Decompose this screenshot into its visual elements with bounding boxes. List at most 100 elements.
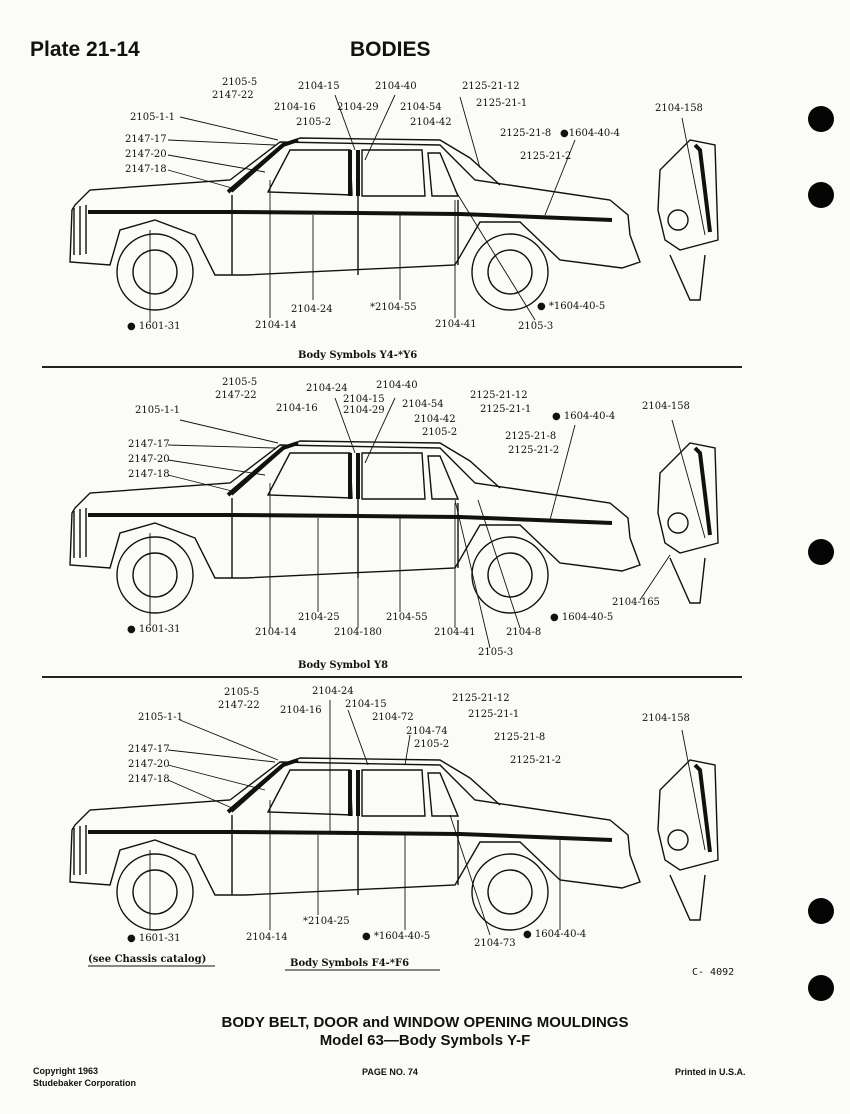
part-label: 2105-2 [422,427,458,438]
page-number: PAGE NO. 74 [362,1067,418,1077]
part-label: 2105-5 [222,77,258,88]
part-label: 2104-24 [306,383,348,394]
part-label: 2104-15 [298,81,340,92]
part-label: 2105-1-1 [135,405,180,416]
part-label: 2104-72 [372,712,414,723]
part-label: *2104-55 [370,302,417,313]
part-label: 2104-14 [246,932,288,943]
part-label: 2147-20 [128,759,170,770]
part-label: 2104-165 [612,597,660,608]
part-label: 2104-158 [642,713,690,724]
binder-hole [808,898,834,924]
part-label: 2105-1-1 [138,712,183,723]
part-label: 2104-73 [474,938,516,949]
part-label: 2104-14 [255,320,297,331]
part-label: 2105-3 [478,647,514,658]
part-label: 2104-8 [506,627,542,638]
part-label: 2104-74 [406,726,448,737]
part-label: 2125-21-2 [520,151,572,162]
part-label: 2104-180 [334,627,382,638]
part-label: ● 1601-31 [127,624,181,635]
part-label: 2104-25 [298,612,340,623]
part-label: 2104-54 [400,102,442,113]
part-label: ● *1604-40-5 [362,931,431,942]
part-label: 2104-24 [291,304,333,315]
part-label: 2147-22 [212,90,254,101]
part-label: 2104-158 [642,401,690,412]
part-label: 2104-29 [337,102,379,113]
part-label: 2125-21-1 [468,709,520,720]
part-label: 2105-2 [414,739,450,750]
part-label: 2125-21-8 [494,732,546,743]
part-label: 2104-16 [274,102,316,113]
part-label: 2105-2 [296,117,332,128]
binder-hole [808,182,834,208]
part-label: 2125-21-12 [462,81,520,92]
catalog-code: C- 4092 [692,967,735,978]
part-label: 2104-42 [410,117,452,128]
part-label: 2105-1-1 [130,112,175,123]
part-label: ● 1604-40-5 [550,612,614,623]
part-label: 2147-18 [125,164,167,175]
part-label: 2104-42 [414,414,456,425]
binder-hole [808,975,834,1001]
part-label: 2104-54 [402,399,444,410]
part-label: 2104-24 [312,686,354,697]
part-label: 2147-17 [128,439,170,450]
binder-hole [808,539,834,565]
copyright-line-1: Copyright 1963 [33,1066,99,1076]
part-label: 2104-14 [255,627,297,638]
part-label: ●1604-40-4 [560,128,621,139]
part-label: 2104-158 [655,103,703,114]
printed-in: Printed in U.S.A. [675,1067,746,1077]
plate-number: Plate 21-14 [30,38,140,61]
part-label: 2105-5 [224,687,260,698]
part-label: 2147-20 [125,149,167,160]
part-label: 2125-21-2 [508,445,560,456]
part-label: 2104-15 [345,699,387,710]
part-label: ● 1601-31 [127,933,181,944]
page-title-line-2: Model 63—Body Symbols Y-F [319,1032,531,1049]
panel-caption: Body Symbol Y8 [298,660,389,671]
part-label: 2104-55 [386,612,428,623]
binder-hole [808,106,834,132]
part-label: 2104-16 [276,403,318,414]
part-label: ● 1604-40-4 [552,411,616,422]
copyright-line-2: Studebaker Corporation [33,1078,137,1088]
part-label: 2125-21-1 [480,404,532,415]
section-title: BODIES [350,38,431,61]
part-label: ● 1601-31 [127,321,181,332]
part-label: 2125-21-8 [500,128,552,139]
part-label: 2104-40 [375,81,417,92]
page-title-line-1: BODY BELT, DOOR and WINDOW OPENING MOULD… [221,1014,629,1031]
panel-caption: Body Symbols F4-*F6 [290,958,410,969]
panel-caption: Body Symbols Y4-*Y6 [298,350,418,361]
part-label: 2125-21-12 [452,693,510,704]
part-label: 2104-29 [343,405,385,416]
divider [42,366,742,368]
part-label: 2104-41 [435,319,477,330]
divider [42,676,742,678]
part-label: 2104-16 [280,705,322,716]
part-label: 2147-17 [128,744,170,755]
part-label: 2125-21-8 [505,431,557,442]
part-label: 2105-3 [518,321,554,332]
part-label: 2105-5 [222,377,258,388]
part-label: 2104-15 [343,394,385,405]
part-label: 2147-18 [128,469,170,480]
part-label: 2147-17 [125,134,167,145]
part-label: 2104-41 [434,627,476,638]
chassis-note: (see Chassis catalog) [88,954,207,965]
part-label: 2104-40 [376,380,418,391]
part-label: 2147-22 [215,390,257,401]
part-label: 2147-18 [128,774,170,785]
part-label: 2125-21-1 [476,98,528,109]
part-label: ● *1604-40-5 [537,301,606,312]
part-label: 2125-21-2 [510,755,562,766]
part-label: 2147-20 [128,454,170,465]
part-label: ● 1604-40-4 [523,929,587,940]
part-label: *2104-25 [303,916,350,927]
part-label: 2125-21-12 [470,390,528,401]
part-label: 2147-22 [218,700,260,711]
